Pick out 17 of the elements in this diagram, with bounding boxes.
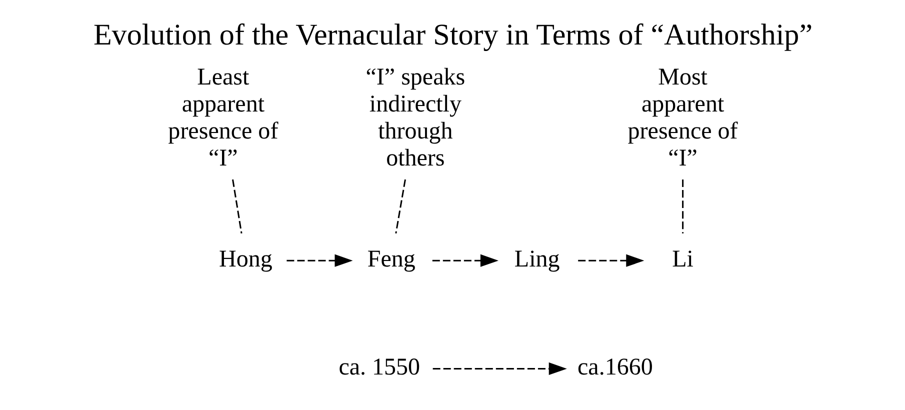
node-text: Least apparent presence of “I” — [168, 64, 278, 172]
connector — [394, 179, 406, 234]
arrow — [286, 254, 352, 267]
node-text: Li — [672, 246, 693, 272]
node-text: ca.1660 — [577, 354, 652, 380]
node-text: Hong — [218, 246, 272, 272]
connector — [682, 180, 684, 234]
node-text: ca. 1550 — [338, 354, 420, 380]
node-text: Most apparent presence of “I” — [627, 64, 738, 172]
node-text: Ling — [514, 246, 560, 272]
diagram-title: Evolution of the Vernacular Story in Terms of “Authorship” — [92, 18, 812, 52]
arrow — [432, 254, 498, 267]
connector — [232, 179, 242, 234]
arrow — [432, 362, 566, 376]
node-text: Feng — [366, 246, 415, 272]
arrow — [578, 254, 644, 267]
node-text: “I” speaks indirectly through others — [365, 64, 465, 172]
